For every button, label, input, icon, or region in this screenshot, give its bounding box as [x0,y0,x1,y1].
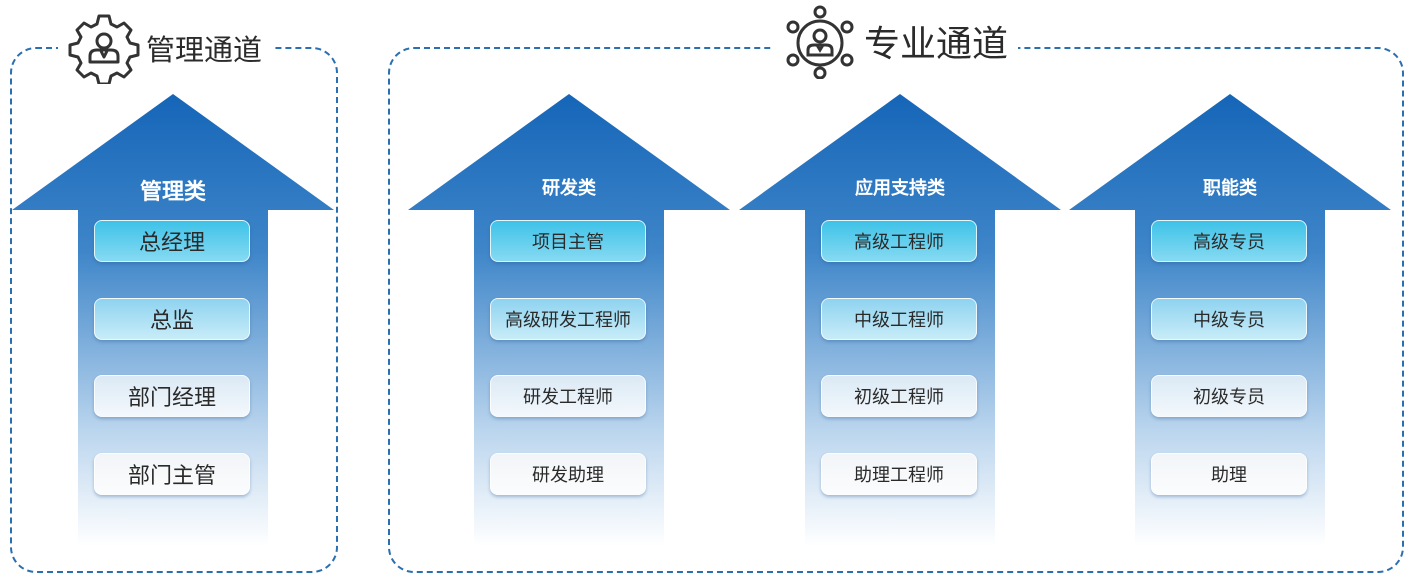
role-box: 中级专员 [1151,298,1307,340]
role-box: 助理工程师 [821,453,977,495]
role-box: 项目主管 [490,220,646,262]
management-channel-title: 管理通道 [146,33,263,67]
role-box: 高级研发工程师 [490,298,646,340]
rd-category-arrow: 研发类 项目主管 高级研发工程师 研发工程师 研发助理 [408,94,730,546]
category-label: 管理类 [139,180,206,205]
role-box: 部门经理 [94,375,250,417]
category-label: 应用支持类 [855,178,945,199]
functional-category-arrow: 职能类 高级专员 中级专员 初级专员 助理 [1069,94,1391,546]
management-category-arrow: 管理类 总经理 总监 部门经理 部门主管 [12,94,334,546]
role-box: 初级专员 [1151,375,1307,417]
role-box: 助理 [1151,453,1307,495]
role-box: 初级工程师 [821,375,977,417]
role-box: 中级工程师 [821,298,977,340]
professional-channel-title: 专业通道 [864,24,1009,65]
role-box: 总经理 [94,220,250,262]
app-support-category-arrow: 应用支持类 高级工程师 中级工程师 初级工程师 助理工程师 [739,94,1061,546]
role-box: 部门主管 [94,453,250,495]
category-label: 研发类 [542,178,596,199]
gear-person-icon [68,14,140,84]
role-box: 研发工程师 [490,375,646,417]
category-label: 职能类 [1203,178,1257,199]
role-box: 高级工程师 [821,220,977,262]
role-box: 总监 [94,298,250,340]
role-box: 高级专员 [1151,220,1307,262]
role-box: 研发助理 [490,453,646,495]
professional-channel-header: 专业通道 [772,0,1019,82]
management-channel-header: 管理通道 [58,10,273,86]
network-person-icon [786,5,854,79]
